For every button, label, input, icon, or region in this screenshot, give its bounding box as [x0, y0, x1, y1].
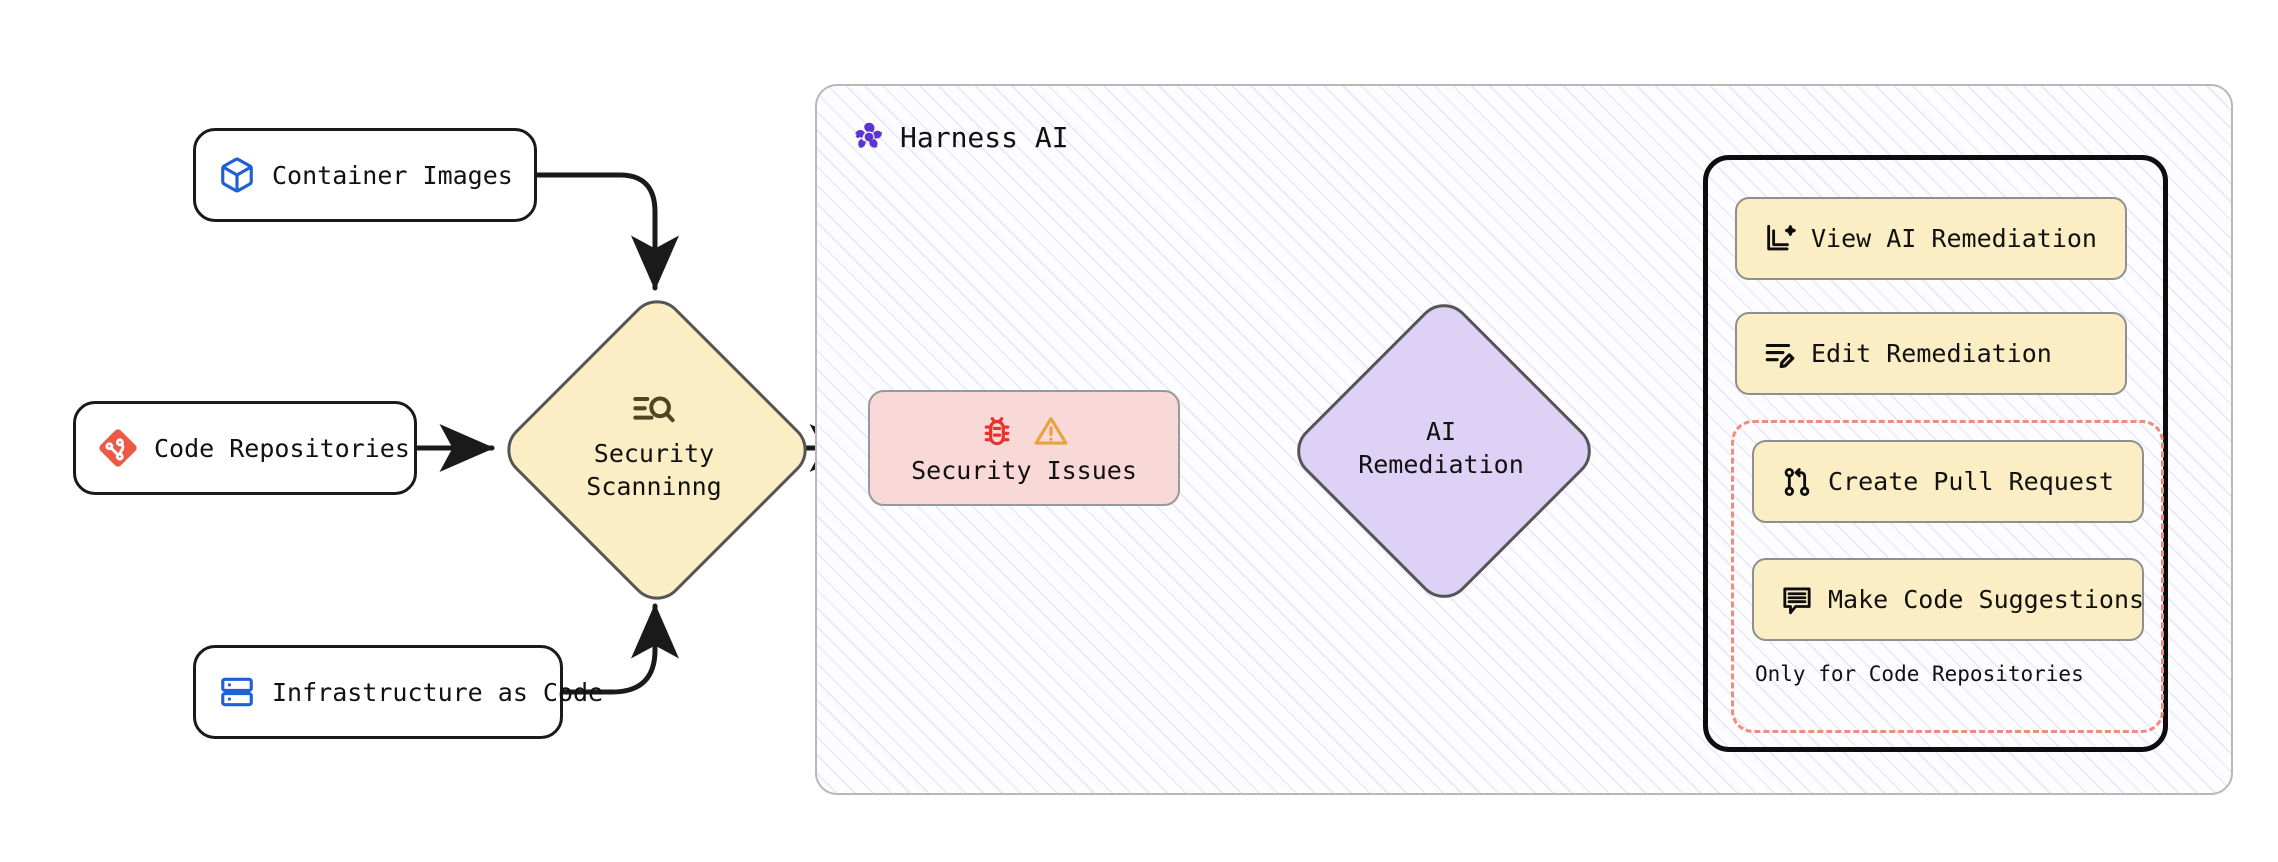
harness-pinwheel-logo: [852, 120, 886, 154]
security-scanning-label-line2: Scanninng: [586, 472, 722, 501]
bug-icon: [978, 412, 1016, 450]
harness-ai-header: Harness AI: [852, 120, 1069, 154]
ai-remediation-label-line2: Remediation: [1358, 450, 1524, 479]
action-button-edit-remediation[interactable]: Edit Remediation: [1735, 312, 2127, 395]
source-node-code-repositories[interactable]: Code Repositories: [73, 401, 417, 495]
ai-remediation-label-line1: AI: [1425, 417, 1457, 446]
source-label-code-repositories: Code Repositories: [154, 433, 410, 463]
source-label-container-images: Container Images: [272, 160, 513, 190]
ai-remediation-node[interactable]: AI Remediation: [1285, 292, 1603, 610]
action-label-edit-remediation: Edit Remediation: [1811, 339, 2052, 368]
security-scanning-label-line1: Security: [593, 439, 715, 468]
security-issues-icons: [978, 412, 1070, 450]
harness-ai-title: Harness AI: [900, 120, 1069, 154]
comment-lines-icon: [1780, 583, 1814, 617]
action-label-make-code-suggestions: Make Code Suggestions: [1828, 585, 2145, 614]
action-label-create-pull-request: Create Pull Request: [1828, 467, 2114, 496]
pull-request-icon: [1780, 465, 1814, 499]
action-button-create-pull-request[interactable]: Create Pull Request: [1752, 440, 2144, 523]
security-scanning-content: Security Scanninng: [586, 391, 722, 503]
lines-pencil-icon: [1763, 337, 1797, 371]
remediation-actions-panel: [1703, 155, 2168, 752]
container-box-icon: [218, 156, 256, 194]
action-button-view-ai-remediation[interactable]: View AI Remediation: [1735, 197, 2127, 280]
security-issues-label: Security Issues: [911, 455, 1137, 485]
action-label-view-ai-remediation: View AI Remediation: [1811, 224, 2097, 253]
source-label-infrastructure-as-code: Infrastructure as Code: [272, 677, 604, 707]
edge-container-images-to-scanning: [532, 172, 679, 291]
server-rack-icon: [218, 673, 256, 711]
document-sparkle-icon: [1763, 222, 1797, 256]
git-repository-icon: [98, 428, 138, 468]
action-button-make-code-suggestions[interactable]: Make Code Suggestions: [1752, 558, 2144, 641]
restriction-note: Only for Code Repositories: [1755, 662, 2084, 686]
code-repositories-only-group: [1731, 420, 2164, 733]
source-node-infrastructure-as-code[interactable]: Infrastructure as Code: [193, 645, 603, 739]
warning-triangle-icon: [1032, 412, 1070, 450]
scan-search-icon: [586, 391, 721, 429]
source-node-container-images[interactable]: Container Images: [193, 128, 537, 222]
ai-remediation-content: AI Remediation: [1358, 415, 1524, 481]
security-issues-node[interactable]: Security Issues: [868, 390, 1180, 506]
security-scanning-node[interactable]: Security Scanninng: [495, 288, 819, 612]
